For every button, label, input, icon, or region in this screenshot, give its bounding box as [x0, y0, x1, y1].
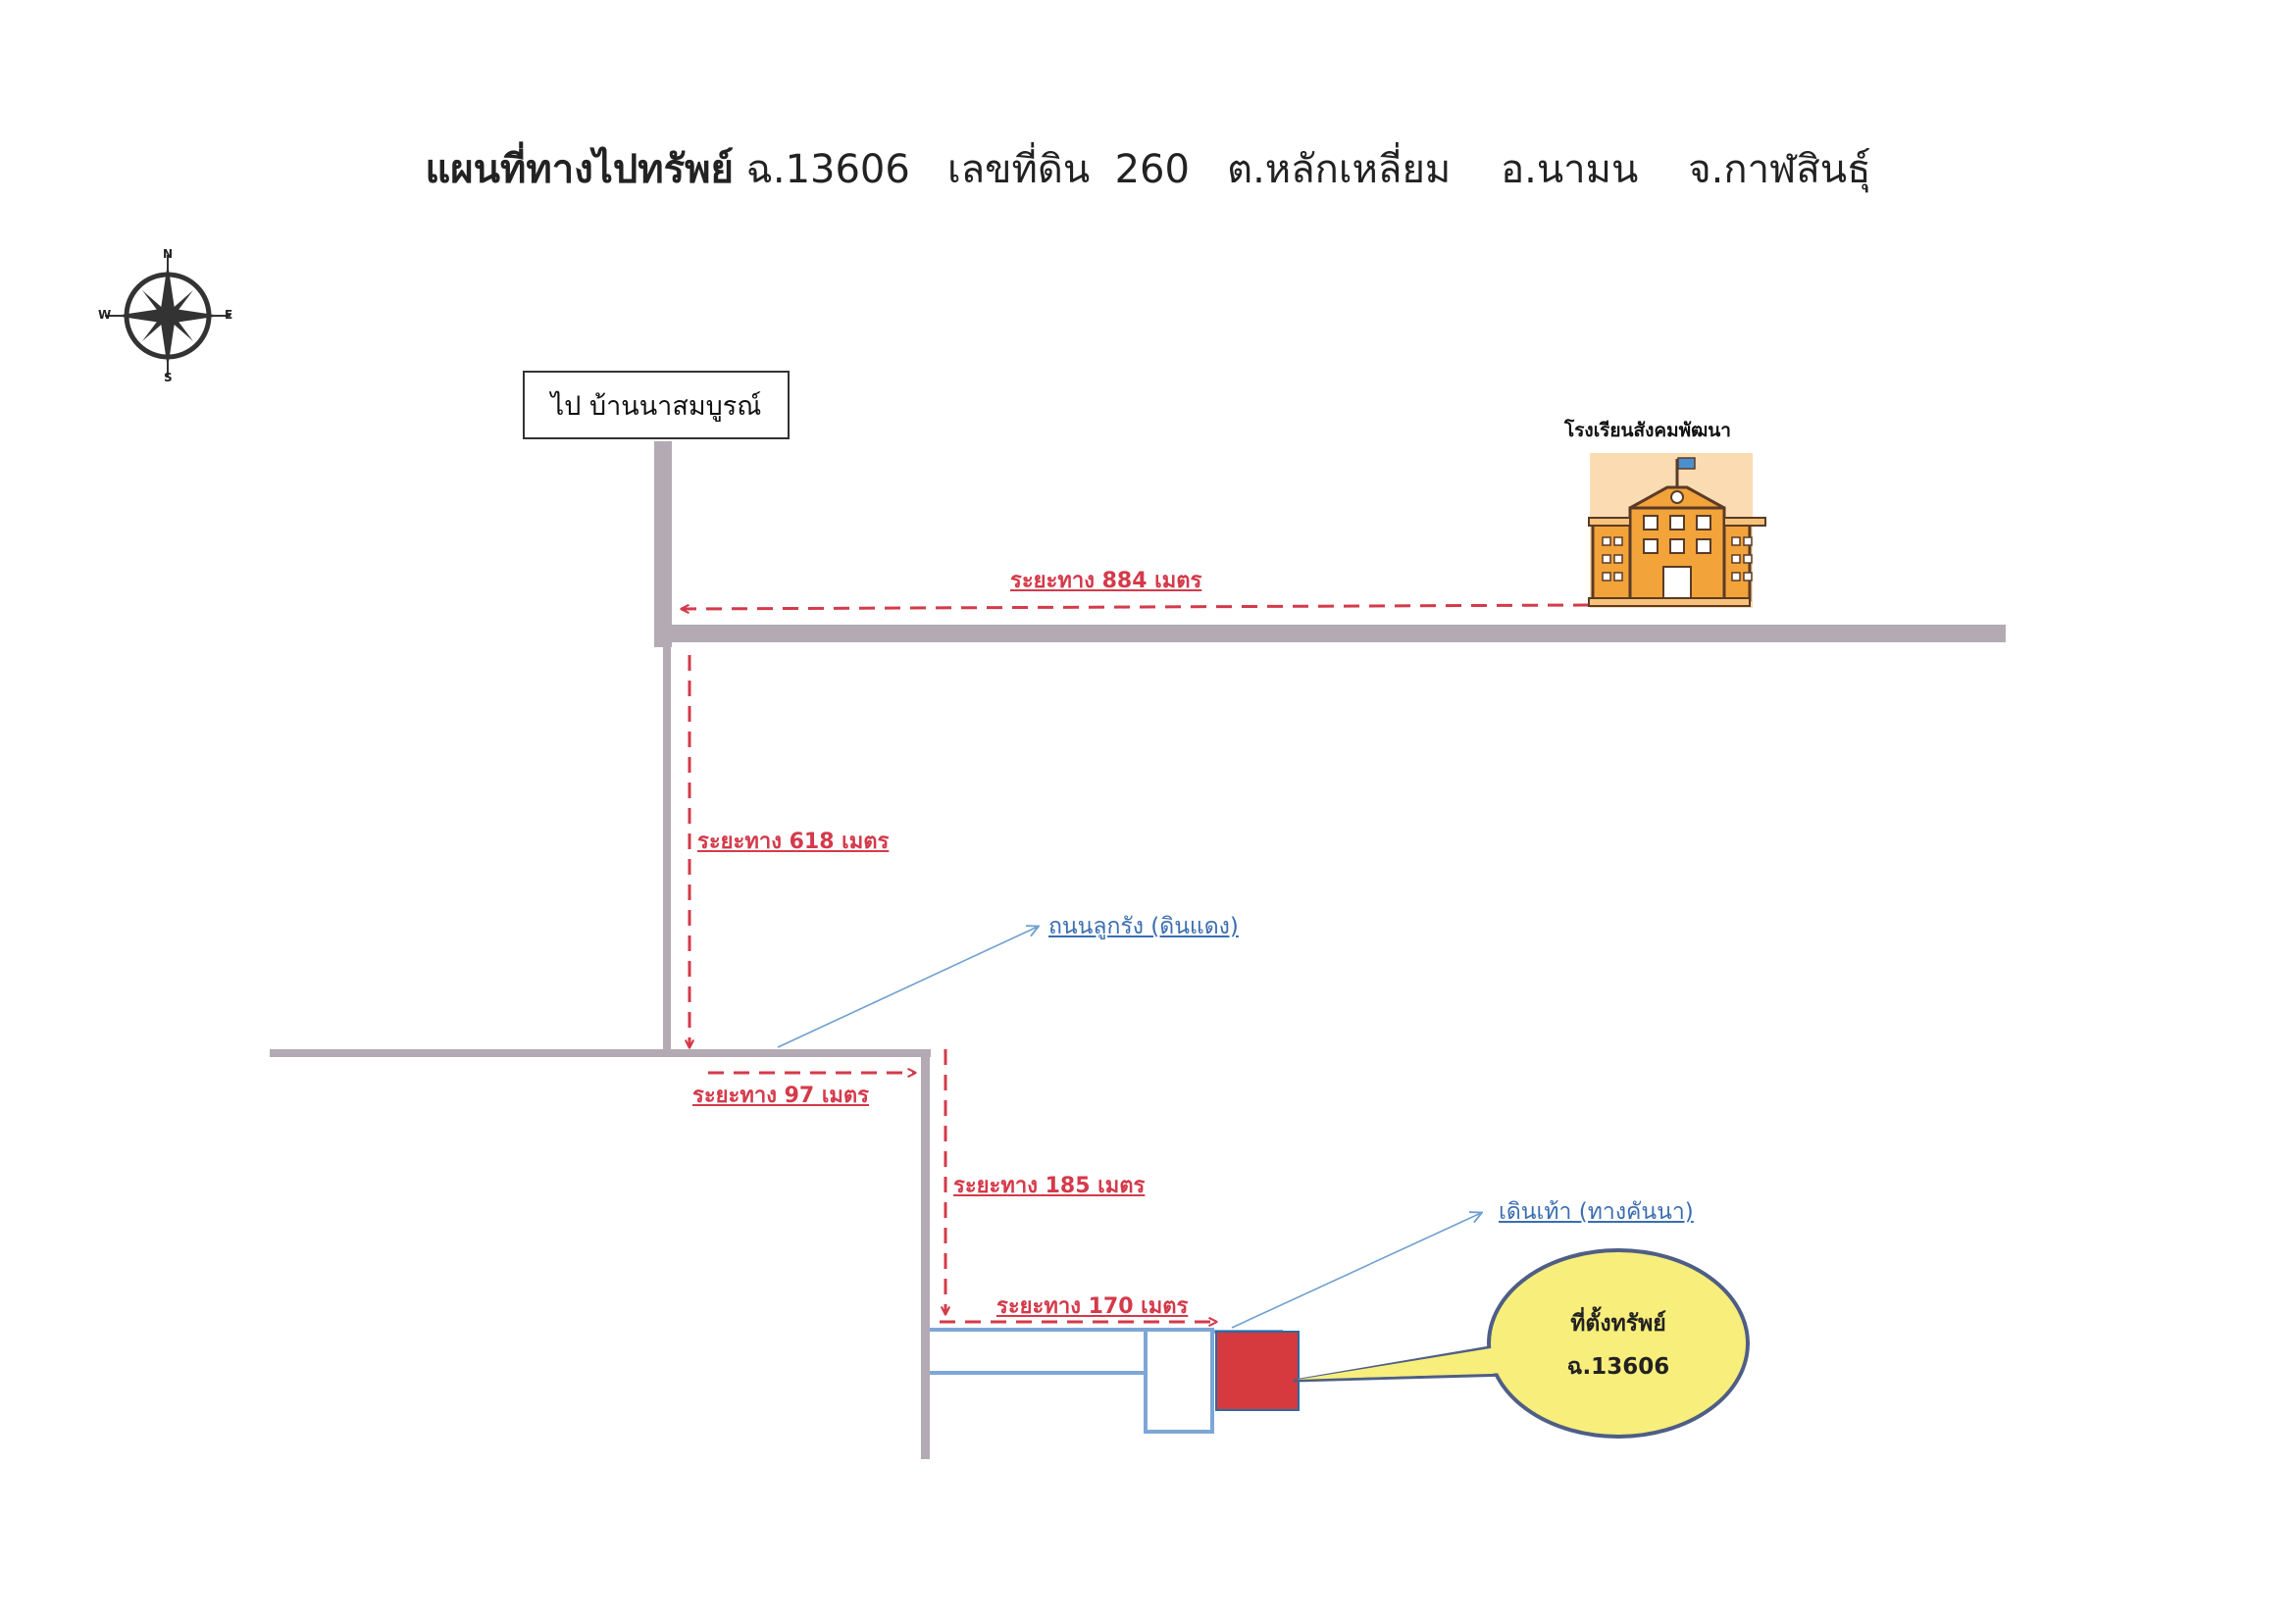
property-plot [1215, 1331, 1300, 1411]
school-label: โรงเรียนสังคมพัฒนา [1564, 420, 1731, 441]
compass-icon [105, 255, 230, 377]
page-title-details: ฉ.13606 เลขที่ดิน 260 ต.หลักเหลี่ยม อ.นา… [745, 147, 1871, 192]
destination-sign: ไป บ้านนาสมบูรณ์ [523, 371, 790, 439]
compass-west-label: W [98, 308, 112, 322]
route-884 [682, 603, 1590, 609]
compass-north-label: N [163, 247, 174, 261]
destination-sign-text: ไป บ้านนาสมบูรณ์ [550, 390, 762, 422]
compass-south-label: S [164, 371, 173, 384]
page-title: แผนที่ทางไปทรัพย์ ฉ.13606 เลขที่ดิน 260 … [0, 137, 2296, 200]
distance-label-185: ระยะทาง 185 เมตร [953, 1174, 1146, 1198]
distance-label-97: ระยะทาง 97 เมตร [692, 1084, 869, 1108]
compass-east-label: E [225, 308, 233, 322]
road-main-horizontal [654, 625, 2006, 642]
callout-seam-cover [1297, 1346, 1508, 1380]
road-main-vertical [654, 441, 672, 647]
distance-label-170: ระยะทาง 170 เมตร [996, 1294, 1189, 1319]
walk-path [930, 1328, 1146, 1375]
page-title-bold: แผนที่ทางไปทรัพย์ [425, 147, 734, 192]
property-callout [1487, 1248, 1750, 1439]
road-laterite-horizontal [270, 1049, 931, 1057]
distance-label-618: ระยะทาง 618 เมตร [697, 830, 890, 854]
property-callout-title: ที่ตั้งทรัพย์ [1570, 1311, 1666, 1337]
leader-walk [1231, 1213, 1481, 1329]
property-callout-deed: ฉ.13606 [1566, 1354, 1670, 1380]
school-building-icon [1588, 453, 1766, 608]
road-vertical-south [921, 1049, 930, 1459]
laterite-road-label: ถนนลูกรัง (ดินแดง) [1048, 914, 1239, 939]
road-vertical-to-junction [663, 642, 671, 1054]
walk-path-label: เดินเท้า (ทางคันนา) [1499, 1199, 1694, 1225]
distance-label-884: ระยะทาง 884 เมตร [1010, 569, 1202, 593]
property-callout-text: ที่ตั้งทรัพย์ ฉ.13606 [1505, 1302, 1731, 1389]
leader-laterite [777, 927, 1038, 1048]
walk-path-box [1144, 1328, 1214, 1434]
